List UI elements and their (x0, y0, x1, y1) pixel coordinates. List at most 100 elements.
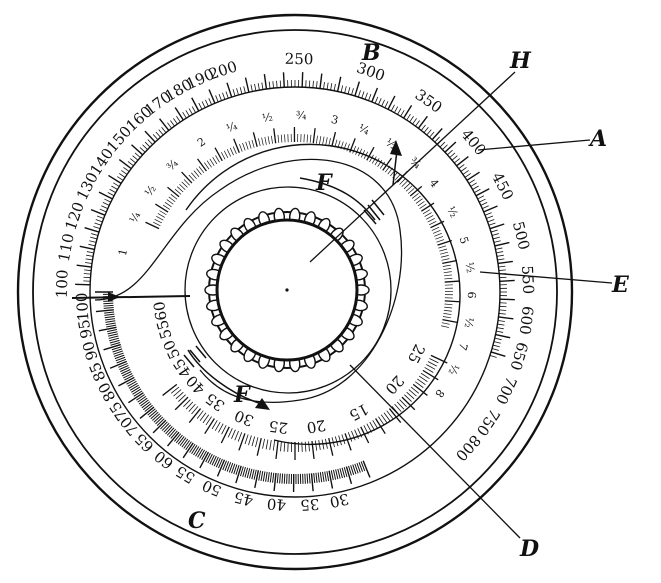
scale-tick (108, 335, 119, 339)
scale-tick (252, 132, 258, 148)
scale-tick (183, 399, 191, 407)
scale-tick (248, 435, 252, 446)
scale-tick (235, 465, 240, 475)
scale-tick (141, 401, 151, 409)
scale-tick (239, 87, 243, 95)
outer-scale-label: 500 (509, 220, 533, 252)
scale-tick (104, 315, 115, 319)
scale-tick (312, 80, 314, 88)
scale-tick (441, 322, 450, 325)
scale-tick (422, 369, 439, 381)
inner-scale-label: 4 (427, 177, 442, 191)
scale-tick (108, 333, 118, 337)
scale-tick (267, 472, 270, 483)
scale-tick (496, 327, 504, 330)
scale-tick (345, 466, 353, 485)
scale-tick (166, 199, 174, 205)
lower-outer-scale-label: 90 (79, 339, 102, 362)
scale-tick (196, 410, 204, 419)
scale-tick (120, 367, 130, 373)
scale-tick (197, 448, 204, 458)
lower-outer-scale-label: 40 (266, 494, 287, 514)
scale-tick (358, 148, 363, 157)
scale-tick (498, 265, 506, 268)
scale-tick (208, 89, 216, 104)
scale-tick (324, 471, 327, 482)
scale-tick (388, 408, 402, 423)
scale-tick (231, 463, 236, 474)
scale-tick (282, 72, 285, 88)
scale-tick (479, 198, 486, 203)
scale-tick (233, 138, 240, 153)
scale-tick (205, 416, 212, 426)
scale-tick (155, 203, 169, 213)
callout-d: D (519, 536, 539, 562)
scale-tick (196, 168, 202, 175)
scale-tick (497, 260, 513, 265)
inner-scale-label: ½ (142, 183, 159, 199)
scale-tick (85, 262, 93, 264)
scale-tick (442, 318, 458, 323)
scale-tick (131, 386, 141, 393)
scale-tick (355, 147, 360, 155)
scale-tick (352, 464, 357, 475)
center-knob[interactable] (204, 207, 370, 373)
lower-middle-scale-label: 55 (153, 318, 176, 341)
scale-tick (351, 430, 356, 441)
scale-tick (208, 98, 212, 105)
scale-tick (165, 426, 173, 435)
scale-tick (434, 136, 440, 143)
scale-tick (199, 449, 205, 459)
scale-tick (405, 185, 413, 192)
scale-tick (265, 439, 269, 450)
scale-tick (384, 101, 389, 108)
scale-tick (79, 245, 95, 251)
scale-tick (216, 459, 226, 477)
outer-scale-label: 200 (207, 57, 240, 83)
scale-tick (444, 303, 453, 306)
scale-tick (357, 90, 361, 98)
scale-tick (496, 254, 504, 257)
outer-scale-label: 400 (457, 125, 489, 159)
scale-tick (152, 419, 167, 434)
scale-tick (336, 76, 342, 92)
outer-scale-ticks (75, 72, 515, 358)
scale-tick (372, 420, 379, 430)
scale-tick (90, 236, 98, 240)
scale-tick (380, 414, 388, 424)
scale-tick (317, 472, 320, 483)
scale-tick (262, 438, 265, 449)
scale-tick (215, 95, 219, 103)
scale-tick (371, 87, 379, 103)
scale-tick (277, 134, 280, 143)
scale-tick (106, 324, 117, 328)
scale-tick (193, 446, 200, 456)
index-pointer (71, 292, 191, 302)
scale-tick (99, 208, 107, 213)
scale-tick (494, 337, 502, 341)
scale-tick (132, 388, 142, 395)
scale-tick (491, 348, 499, 351)
scale-tick (136, 394, 145, 401)
scale-tick (191, 445, 198, 455)
scale-tick (340, 141, 344, 150)
scale-tick (113, 352, 124, 357)
scale-tick (170, 120, 175, 127)
scale-tick (107, 192, 115, 197)
scale-tick (239, 143, 243, 152)
scale-tick (350, 465, 355, 475)
inner-scale-label: ¼ (224, 119, 239, 135)
scale-tick (356, 462, 361, 473)
scale-tick (236, 88, 239, 96)
scale-tick (334, 436, 339, 447)
scale-tick (260, 471, 264, 482)
scale-tick (310, 473, 314, 492)
scale-tick (218, 423, 224, 433)
scale-tick (183, 440, 190, 449)
scale-tick (226, 462, 232, 472)
scale-tick (115, 356, 126, 362)
scale-tick (198, 166, 205, 174)
scale-tick (347, 432, 353, 442)
center-ring (184, 186, 392, 394)
scale-tick (447, 149, 453, 156)
